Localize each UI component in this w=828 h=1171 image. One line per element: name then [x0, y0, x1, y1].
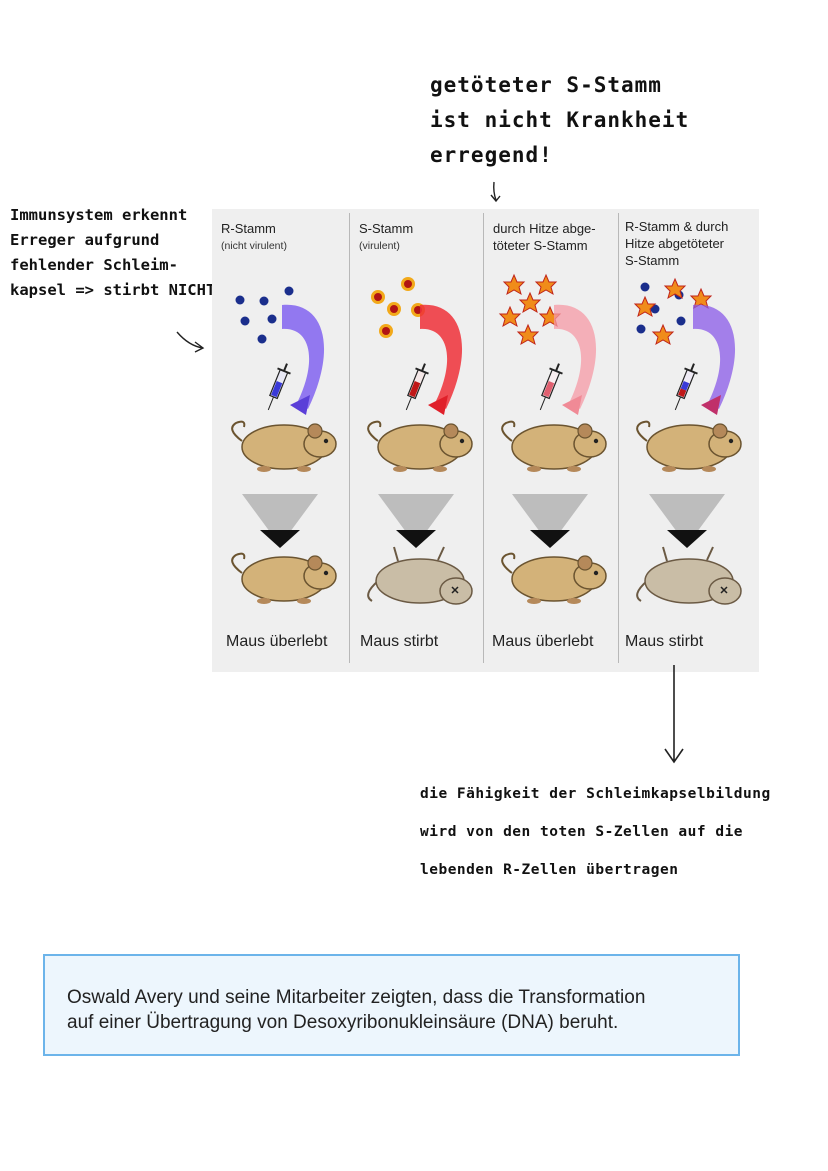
down-arrow-icon [242, 494, 318, 548]
experiment-column-heat-killed-s-strain: durch Hitze abge- töteter S-Stamm [484, 209, 618, 672]
column-divider [483, 213, 484, 663]
annotation-line: fehlender Schleim- [10, 256, 178, 274]
annotation-arrow-top [490, 181, 501, 203]
s-strain-scene [367, 277, 473, 605]
result-label: Maus überlebt [492, 633, 594, 650]
column-title: durch Hitze abge- töteter S-Stamm [493, 221, 596, 253]
result-label: Maus stirbt [360, 633, 439, 650]
experiment-column-r-strain: R-Stamm (nicht virulent) [212, 209, 347, 672]
mouse-icon [231, 552, 337, 604]
annotation-arrow-bottom [664, 665, 684, 764]
heat-killed-scene [498, 273, 607, 604]
dead-bacteria-star-icon [633, 277, 713, 346]
mouse-icon [231, 420, 337, 472]
result-label: Maus stirbt [625, 633, 704, 650]
annotation-line: kapsel => stirbt NICHT! [10, 281, 225, 299]
annotation-capsule-transfer: die Fähigkeit der Schleimkapselbildung w… [420, 775, 771, 889]
experiment-column-mixed-strains: R-Stamm & durch Hitze abgetöteter S-Stam… [619, 209, 759, 672]
dead-mouse-icon [367, 546, 473, 605]
mixed-strains-scene [633, 277, 742, 605]
dead-bacteria-star-icon [498, 273, 562, 346]
annotation-immune-system: Immunsystem erkennt Erreger aufgrund feh… [10, 203, 225, 303]
injection-arrow-icon [693, 304, 736, 409]
syringe-icon [674, 363, 698, 411]
annotation-line: getöteter S-Stamm [430, 73, 662, 97]
down-arrow-icon [512, 494, 588, 548]
griffith-experiment-panel: R-Stamm (nicht virulent) [212, 209, 759, 672]
experiment-column-s-strain: S-Stamm (virulent) [350, 209, 482, 672]
syringe-icon [405, 363, 429, 411]
injection-arrow-icon [554, 304, 597, 409]
mouse-icon [367, 420, 473, 472]
down-arrow-icon [378, 494, 454, 548]
result-label: Maus überlebt [226, 633, 328, 650]
mouse-icon [636, 420, 742, 472]
annotation-killed-s-strain: getöteter S-Stamm ist nicht Krankheit er… [430, 68, 689, 173]
column-subtitle: (virulent) [359, 240, 400, 252]
annotation-arrow-left [176, 331, 205, 353]
annotation-line: wird von den toten S-Zellen auf die [420, 824, 744, 840]
column-title: R-Stamm [221, 221, 276, 236]
column-divider [349, 213, 350, 663]
conclusion-line: auf einer Übertragung von Desoxyribonukl… [67, 1012, 619, 1033]
encapsulated-bacteria-icon [371, 277, 425, 338]
annotation-line: erregend! [430, 143, 553, 167]
injection-arrow-icon [282, 304, 325, 409]
conclusion-line: Oswald Avery und seine Mitarbeiter zeigt… [67, 987, 646, 1008]
syringe-icon [267, 363, 291, 411]
conclusion-text: Oswald Avery und seine Mitarbeiter zeigt… [67, 985, 645, 1035]
syringe-icon [539, 363, 563, 411]
column-divider [618, 213, 619, 663]
column-title: S-Stamm [359, 221, 414, 236]
blue-bacteria-icon [235, 286, 294, 344]
annotation-line: ist nicht Krankheit [430, 108, 690, 132]
down-arrow-icon [649, 494, 725, 548]
annotation-line: Erreger aufgrund [10, 231, 160, 249]
annotation-line: lebenden R-Zellen übertragen [420, 862, 679, 878]
annotation-line: Immunsystem erkennt [10, 206, 188, 224]
column-subtitle: (nicht virulent) [221, 240, 287, 252]
dead-mouse-icon [636, 546, 742, 605]
conclusion-box: Oswald Avery und seine Mitarbeiter zeigt… [43, 954, 740, 1056]
mouse-icon [501, 420, 607, 472]
injection-arrow-icon [420, 304, 463, 409]
annotation-line: die Fähigkeit der Schleimkapselbildung [420, 786, 771, 802]
column-title: R-Stamm & durch Hitze abgetöteter S-Stam… [625, 219, 729, 268]
r-strain-scene [231, 286, 337, 604]
mouse-icon [501, 552, 607, 604]
